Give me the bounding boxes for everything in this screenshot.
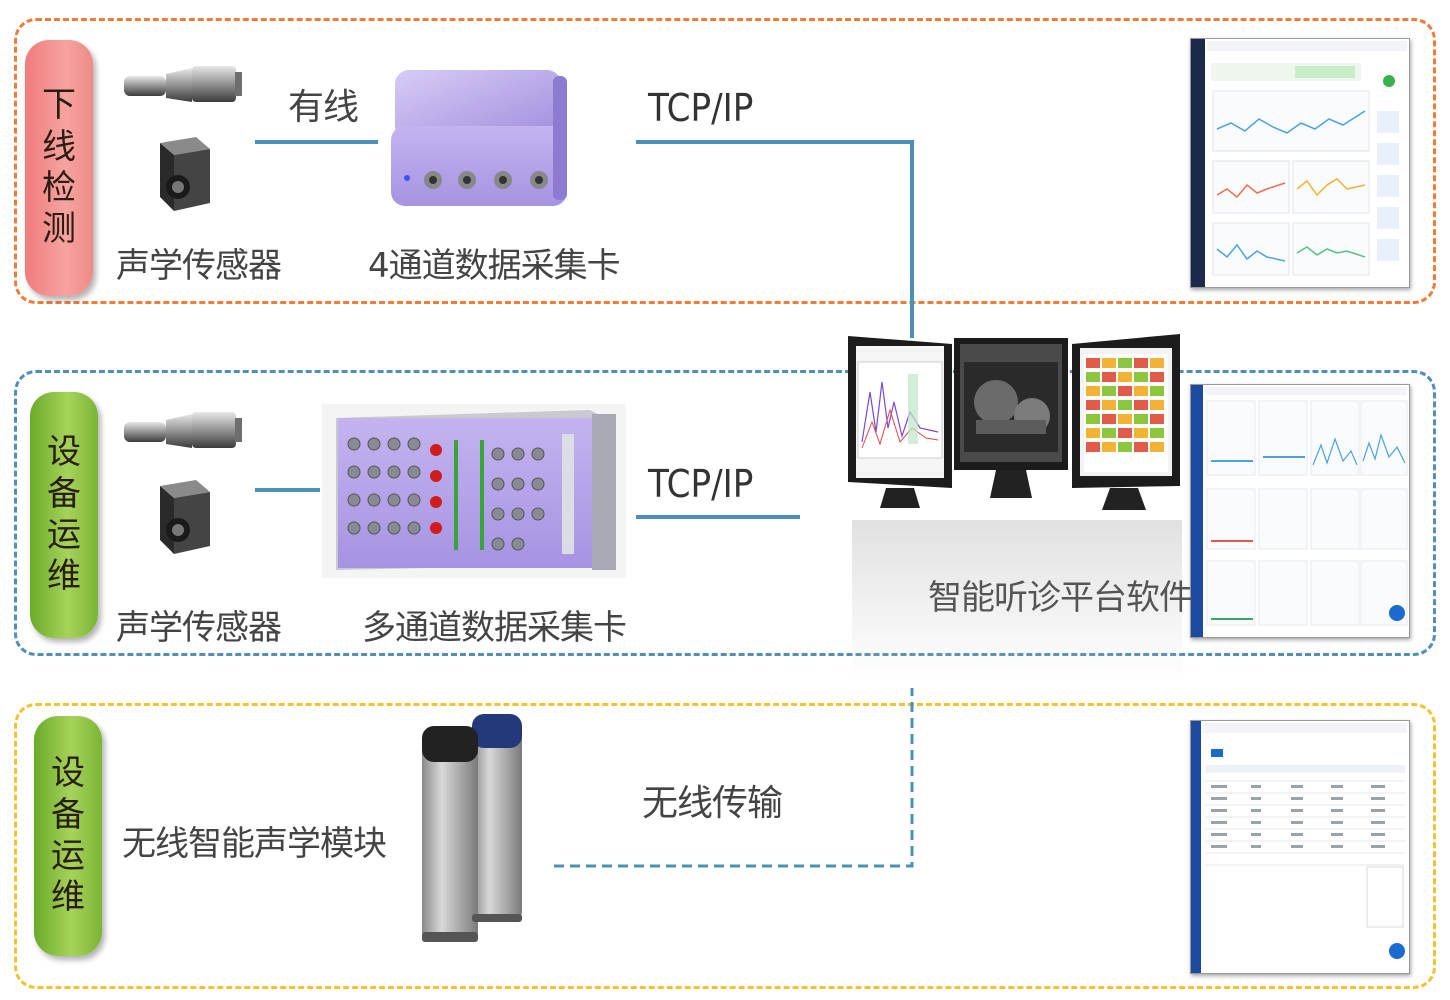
sensor-label: 声学传感器 <box>116 246 282 286</box>
wired-link-label: 有线 <box>288 87 359 128</box>
dashboard-screenshot-middle <box>1190 384 1410 638</box>
wireless-module-icon <box>422 714 522 942</box>
tag-char: 线 <box>42 126 76 167</box>
four-channel-card-icon <box>391 70 567 206</box>
accelerometer-sensor-icon <box>160 137 210 211</box>
tag-equipment-ops-wired: 设 备 运 维 <box>30 392 98 638</box>
tcpip-link-offline <box>636 140 914 338</box>
platform-software-label: 智能听诊平台软件 <box>928 578 1193 618</box>
tag-char: 检 <box>42 168 76 208</box>
microphone-sensor-icon <box>124 66 242 102</box>
microphone-sensor-icon <box>124 412 242 448</box>
tag-char: 维 <box>47 556 81 597</box>
tag-char: 运 <box>47 515 81 555</box>
panel-offline-detection <box>14 18 1436 304</box>
tag-char: 备 <box>51 794 85 835</box>
tag-char: 维 <box>51 877 85 918</box>
tag-char: 备 <box>47 473 81 514</box>
panel-equipment-ops-wired <box>14 370 1436 656</box>
accelerometer-sensor-icon <box>160 480 210 554</box>
tag-char: 运 <box>51 836 85 876</box>
tag-offline-detection: 下 线 检 测 <box>25 40 93 296</box>
panel-equipment-ops-wireless <box>14 703 1436 989</box>
wireless-module-label: 无线智能声学模块 <box>122 824 387 864</box>
wireless-link-line <box>554 688 914 868</box>
dashboard-screenshot-top-art <box>1191 39 1407 287</box>
wireless-link-label: 无线传输 <box>642 783 783 824</box>
monitors-icon <box>848 334 1180 510</box>
monitor-reflection <box>852 520 1182 680</box>
multi-channel-card-icon <box>322 404 626 578</box>
tag-char: 测 <box>42 209 76 250</box>
tag-char: 设 <box>47 432 81 473</box>
tcpip-label-wired: TCP/IP <box>648 462 754 506</box>
tag-equipment-ops-wireless: 设 备 运 维 <box>34 716 102 956</box>
four-channel-card-label: 4通道数据采集卡 <box>368 246 621 286</box>
tcpip-label-offline: TCP/IP <box>648 86 754 130</box>
dashboard-screenshot-top <box>1190 38 1410 288</box>
multi-channel-card-label: 多通道数据采集卡 <box>362 608 627 648</box>
sensor-label: 声学传感器 <box>116 608 282 648</box>
table-screenshot-bottom-art <box>1191 721 1407 973</box>
dashboard-screenshot-middle-art <box>1191 385 1408 637</box>
table-screenshot-bottom <box>1190 720 1410 974</box>
tag-char: 设 <box>51 753 85 794</box>
tag-char: 下 <box>42 85 76 126</box>
